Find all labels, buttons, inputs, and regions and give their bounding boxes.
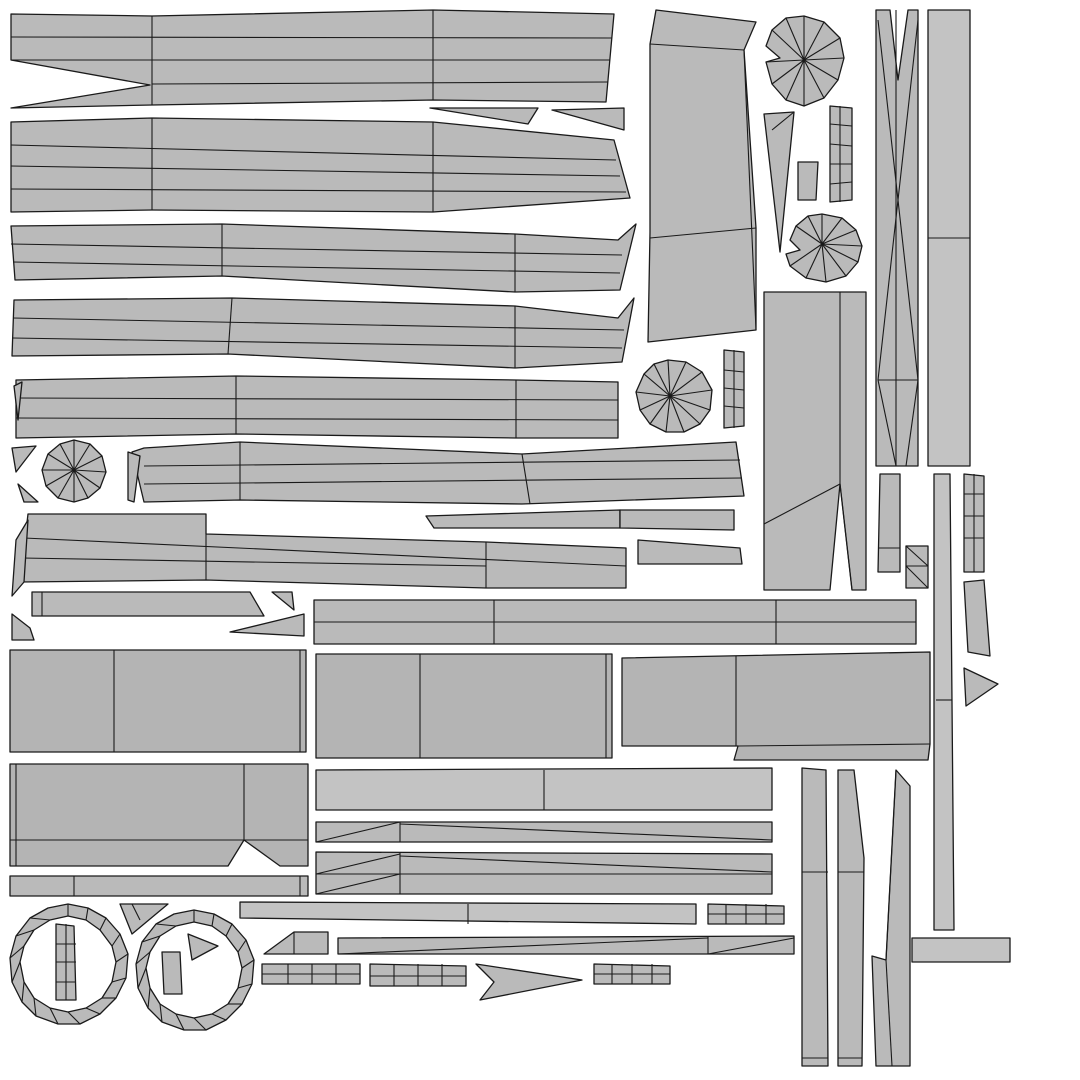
uv-rail-6 xyxy=(337,935,795,955)
uv-post-5 xyxy=(871,769,911,1067)
uv-chip-m xyxy=(271,591,295,611)
uv-chip-h2 xyxy=(619,509,735,531)
uv-chip-n xyxy=(229,613,305,637)
uv-tall-beam-3 xyxy=(927,9,971,467)
uv-bar-a xyxy=(31,591,265,617)
uv-chip-g xyxy=(11,519,29,597)
uv-chip-e xyxy=(13,381,23,421)
uv-box-2 xyxy=(315,653,613,759)
uv-chip-p xyxy=(161,951,183,995)
uv-spike-2 xyxy=(475,963,583,1001)
uv-chip-b xyxy=(551,107,625,131)
uv-chip-a xyxy=(429,107,539,125)
uv-chip-c xyxy=(11,445,37,473)
uv-post-4 xyxy=(837,769,865,1067)
uv-post-2 xyxy=(933,473,955,931)
uv-box-4 xyxy=(9,763,309,867)
uv-chip-q xyxy=(187,933,219,961)
uv-rail-3 xyxy=(315,821,773,843)
uv-fan-cap-2 xyxy=(785,213,863,283)
uv-grid-strip-5 xyxy=(707,903,785,925)
uv-tall-panel xyxy=(647,9,757,343)
uv-rail-4 xyxy=(315,851,773,895)
uv-box-1 xyxy=(9,649,307,753)
uv-grid-strip-6 xyxy=(261,963,361,985)
uv-bar-b xyxy=(9,875,309,897)
uv-strip-7 xyxy=(19,513,627,589)
uv-tall-beam-2 xyxy=(875,9,919,467)
uv-post-1 xyxy=(877,473,901,573)
uv-strip-5 xyxy=(15,375,619,439)
uv-strip-3 xyxy=(10,223,637,293)
uv-fan-cap-4 xyxy=(41,439,107,503)
uv-chip-j xyxy=(797,161,819,201)
uv-post-3 xyxy=(801,767,829,1067)
uv-ring-2 xyxy=(135,909,255,1031)
uv-rail-5 xyxy=(239,901,697,925)
uv-rail-2 xyxy=(315,767,773,811)
uv-grid-strip-3 xyxy=(963,473,985,573)
uv-chip-o xyxy=(11,613,35,641)
uv-chip-f xyxy=(127,451,141,503)
uv-spike-1 xyxy=(763,111,795,253)
uv-strip-1 xyxy=(10,9,615,109)
uv-chip-k xyxy=(963,579,991,657)
uv-grid-strip-8 xyxy=(593,963,671,985)
uv-block-x xyxy=(905,545,929,589)
uv-grid-strip-1 xyxy=(829,105,853,203)
uv-strip-4 xyxy=(11,297,635,369)
uv-grid-strip-2 xyxy=(723,349,745,429)
uv-strip-6 xyxy=(131,441,745,505)
uv-strip-2 xyxy=(10,117,631,213)
uv-grid-strip-4 xyxy=(55,923,77,1001)
uv-chip-i xyxy=(637,539,743,565)
uv-chip-h xyxy=(425,509,621,529)
uv-chip-l xyxy=(963,667,999,707)
uv-rail-1 xyxy=(313,599,917,645)
uv-tall-beam-1 xyxy=(763,291,867,591)
uv-box-3 xyxy=(621,651,931,761)
uv-grid-strip-7 xyxy=(369,963,467,987)
uv-chip-d xyxy=(17,483,39,503)
uv-bar-low xyxy=(911,937,1011,963)
uv-chip-r xyxy=(119,903,169,935)
uv-chip-s xyxy=(263,931,329,955)
uv-fan-cap-3 xyxy=(635,359,713,433)
uv-fan-cap-1 xyxy=(765,15,845,107)
